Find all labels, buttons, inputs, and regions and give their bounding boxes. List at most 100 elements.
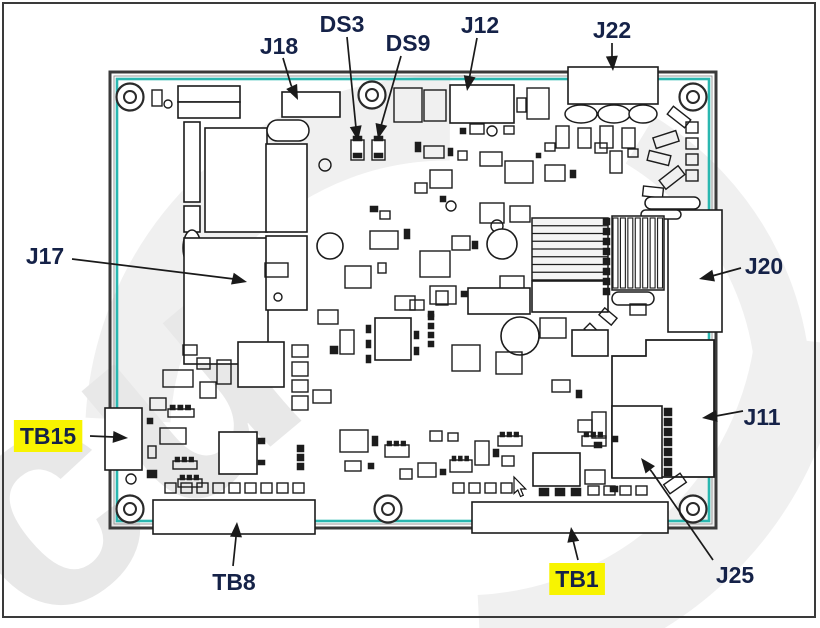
mounting-hole-center xyxy=(123,90,137,104)
component xyxy=(204,127,268,233)
mounting-hole-center xyxy=(365,88,379,102)
label-j12: J12 xyxy=(461,12,499,38)
component xyxy=(685,137,699,150)
component xyxy=(503,125,515,135)
component xyxy=(365,324,372,334)
component xyxy=(644,196,701,210)
component xyxy=(365,339,372,349)
component xyxy=(371,435,379,447)
component xyxy=(611,291,655,306)
component xyxy=(500,482,513,494)
label-j25: J25 xyxy=(716,562,755,588)
component xyxy=(423,89,447,122)
component xyxy=(266,119,310,142)
component xyxy=(597,104,631,124)
component xyxy=(535,152,542,159)
leader-arrowhead xyxy=(641,458,655,474)
component xyxy=(429,430,443,442)
leader-line-end xyxy=(290,84,293,87)
label-j17: J17 xyxy=(26,243,64,269)
component xyxy=(571,329,609,357)
leader-arrowhead xyxy=(231,272,247,285)
component xyxy=(544,142,556,152)
component xyxy=(151,89,163,107)
component xyxy=(642,217,649,289)
component xyxy=(602,217,611,226)
mounting-hole-center xyxy=(381,502,395,516)
component xyxy=(569,169,577,179)
component xyxy=(666,105,692,129)
component xyxy=(393,87,423,123)
component xyxy=(602,247,611,256)
leader-line xyxy=(468,37,478,81)
component xyxy=(662,472,688,495)
component xyxy=(575,389,583,399)
label-j18: J18 xyxy=(260,33,299,59)
component xyxy=(492,448,500,458)
component xyxy=(451,344,481,372)
component xyxy=(652,129,680,150)
component xyxy=(577,419,593,433)
image-frame xyxy=(2,2,816,618)
component xyxy=(555,125,570,149)
component xyxy=(427,340,435,348)
label-highlight xyxy=(549,563,605,595)
component xyxy=(344,265,372,289)
component xyxy=(365,354,372,364)
component xyxy=(394,295,416,311)
label-tb8: TB8 xyxy=(212,569,256,595)
callout-tb15: TB15 xyxy=(13,420,128,452)
component xyxy=(663,437,673,447)
component xyxy=(612,217,619,289)
component xyxy=(621,127,636,149)
label-j11: J11 xyxy=(743,404,780,430)
component xyxy=(513,431,519,438)
leader-line xyxy=(89,435,115,438)
component xyxy=(403,228,411,240)
component xyxy=(339,329,355,355)
component xyxy=(393,440,399,447)
callout-tb8: TB8 xyxy=(212,522,256,595)
callout-ds9: DS9 xyxy=(375,30,430,139)
callout-j17: J17 xyxy=(26,243,247,285)
component xyxy=(602,257,611,266)
component xyxy=(179,474,185,481)
component xyxy=(374,317,412,361)
leader-line xyxy=(232,536,237,567)
component xyxy=(312,389,332,404)
leader-arrowhead xyxy=(699,269,715,282)
component xyxy=(228,482,241,494)
component xyxy=(439,195,447,203)
callout-j22: J22 xyxy=(593,17,631,71)
component xyxy=(526,87,550,120)
component xyxy=(265,143,308,233)
leader-line xyxy=(715,410,744,417)
component xyxy=(658,164,686,191)
component xyxy=(570,487,582,497)
label-tb15: TB15 xyxy=(20,423,76,449)
component xyxy=(183,121,201,203)
component xyxy=(244,482,257,494)
component xyxy=(291,395,309,411)
component xyxy=(369,230,399,250)
component xyxy=(339,429,369,453)
component xyxy=(597,431,603,438)
component xyxy=(296,444,305,453)
mounting-hole-center xyxy=(686,502,700,516)
component xyxy=(685,153,699,166)
component xyxy=(451,455,457,462)
callout-j11: J11 xyxy=(702,404,781,430)
leader-line xyxy=(711,267,742,277)
connector-tb15 xyxy=(104,407,143,471)
component xyxy=(237,341,285,388)
connector-tb8 xyxy=(152,499,316,535)
component xyxy=(532,452,581,487)
component xyxy=(634,217,641,289)
component xyxy=(196,482,209,494)
component xyxy=(471,240,479,250)
component xyxy=(629,303,647,316)
component xyxy=(427,331,435,339)
component xyxy=(367,462,375,470)
component xyxy=(196,357,211,370)
